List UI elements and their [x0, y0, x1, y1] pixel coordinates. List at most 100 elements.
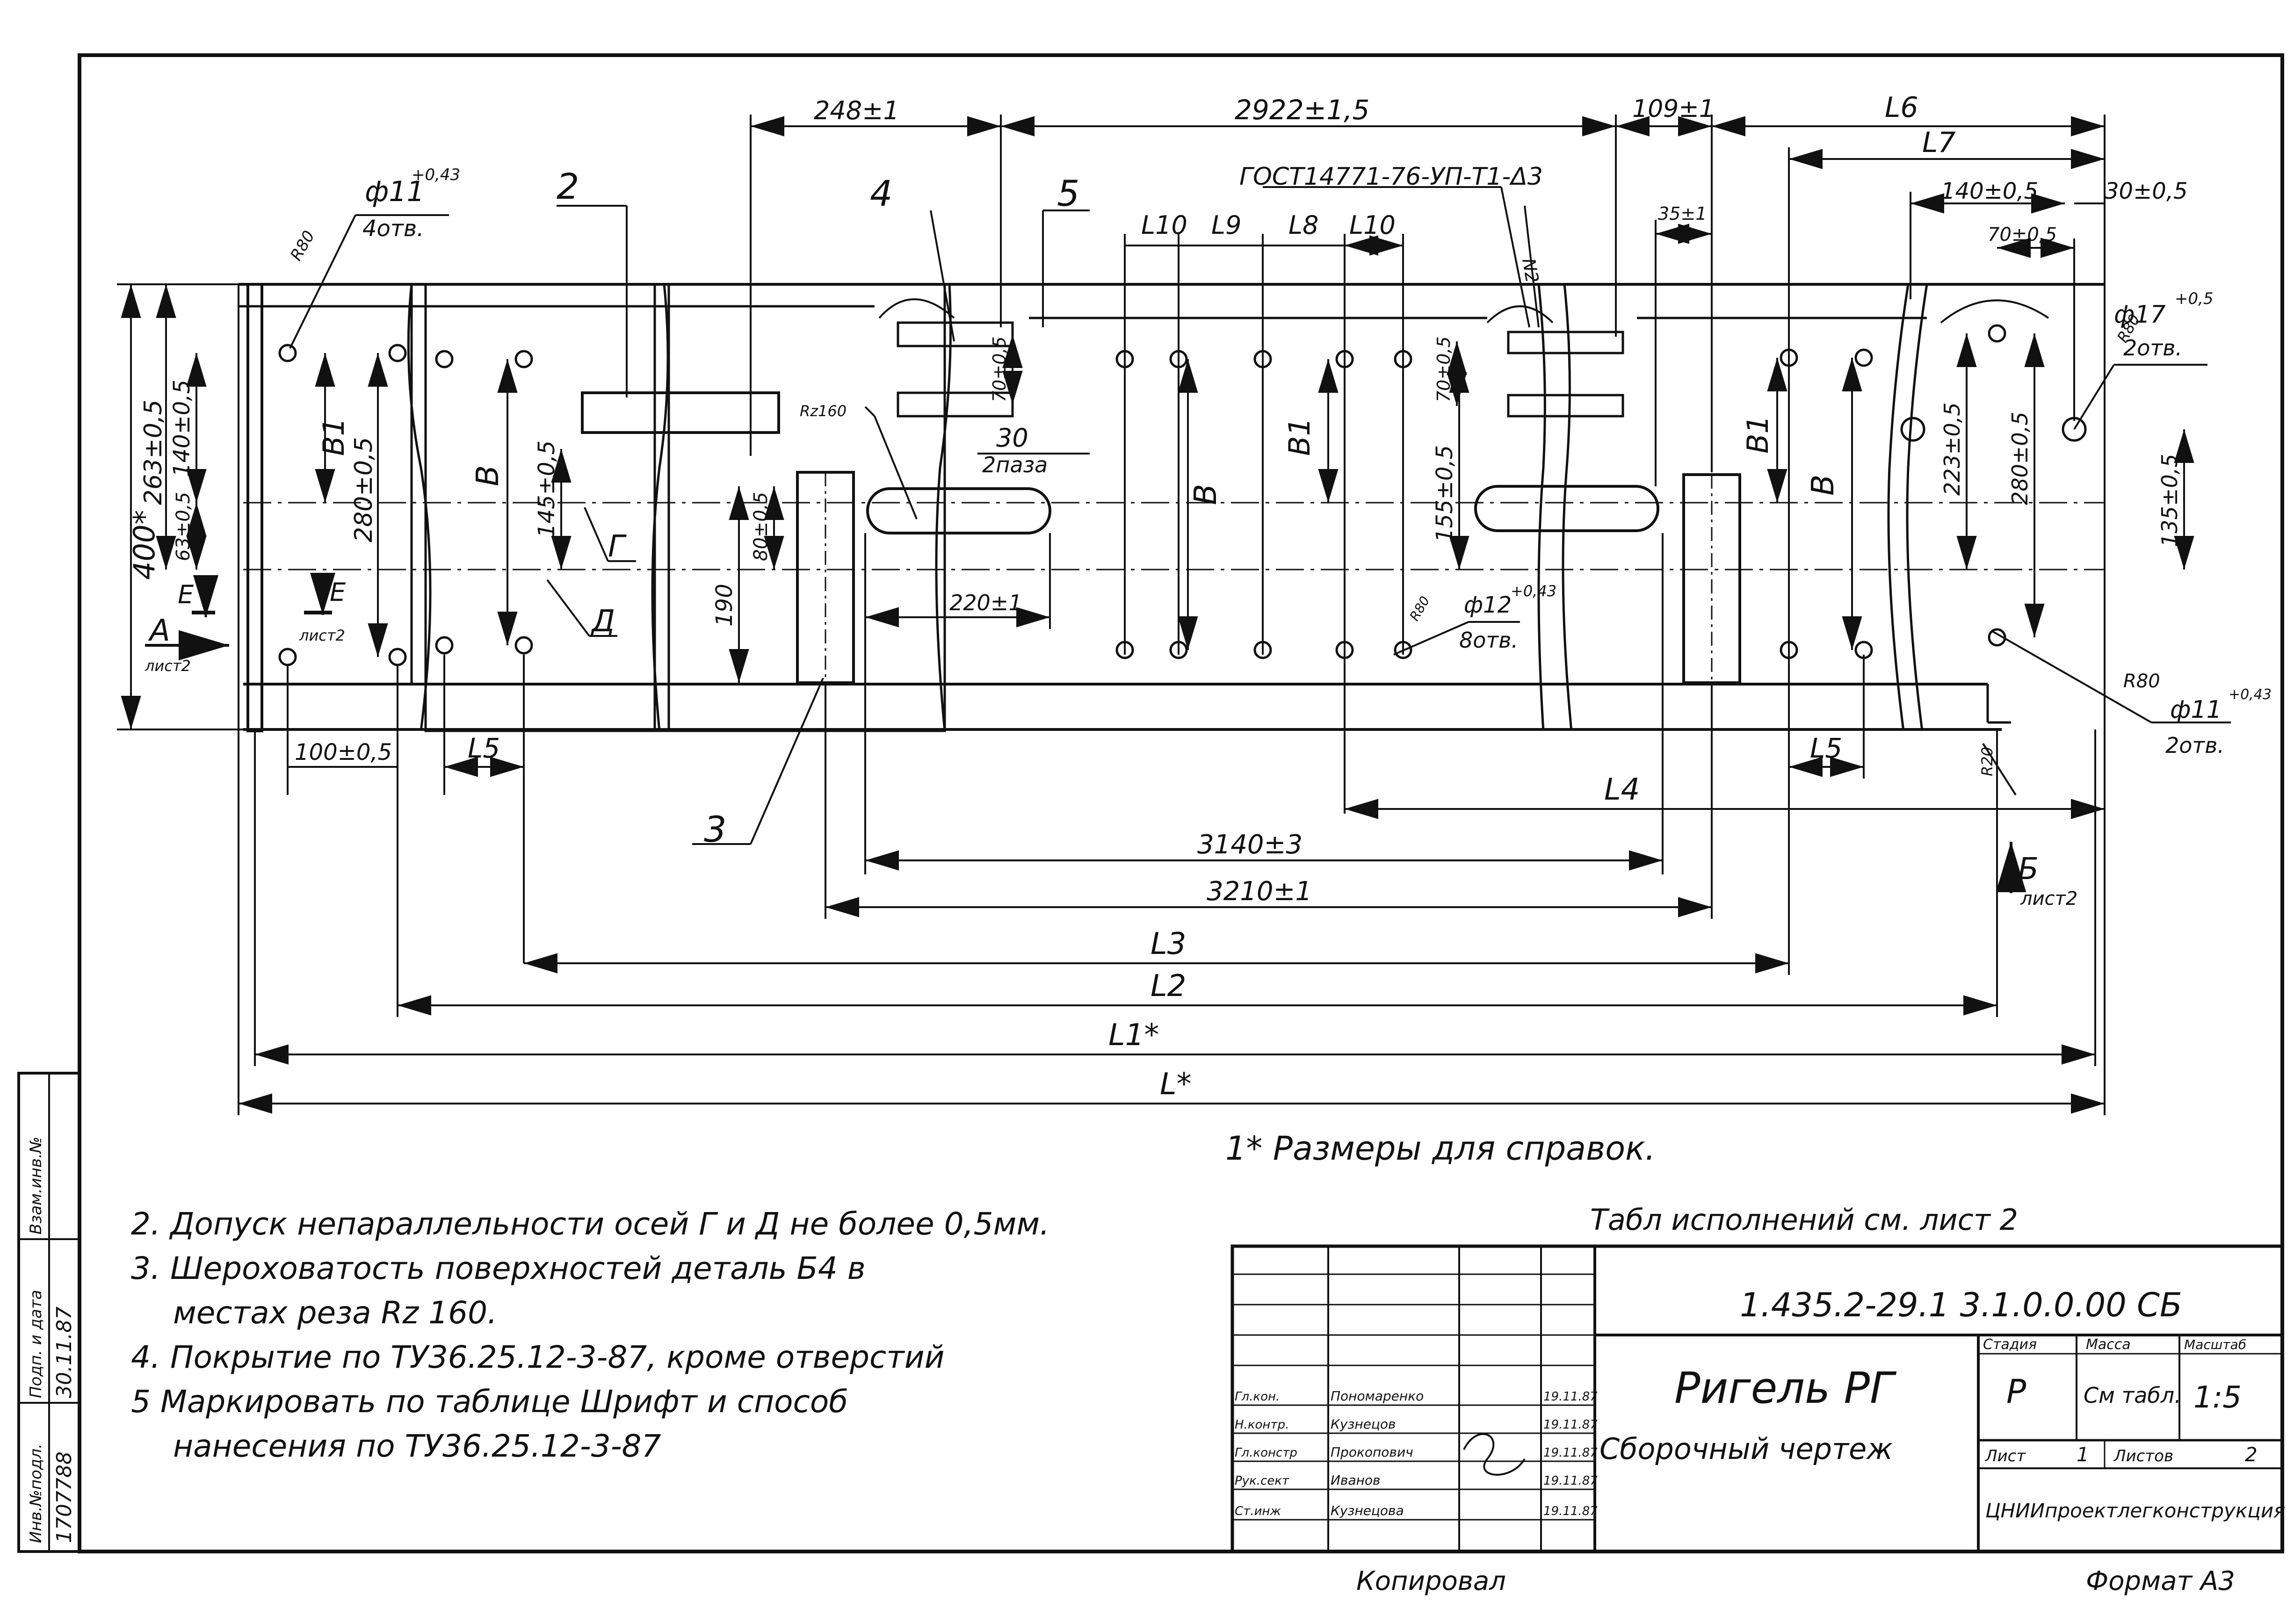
dim-L5b: L5 [1810, 732, 1842, 764]
weld-n2: N2 [1518, 257, 1542, 284]
sign-name: Пономаренко [1331, 1388, 1424, 1404]
note-4: 4. Покрытие по ТУ36.25.12-3-87, кроме от… [131, 1339, 945, 1375]
hole [435, 636, 454, 655]
sign-name: Кузнецова [1331, 1503, 1404, 1518]
dimension-lines [117, 115, 2231, 1115]
r80-d: R80 [2123, 671, 2160, 692]
hole [388, 344, 407, 362]
rz-mark: Rz160 [800, 402, 847, 420]
dim-263: 263±0,5 [139, 399, 167, 505]
dim-L3: L3 [1151, 927, 1186, 961]
hole [1988, 628, 2006, 647]
dim-220: 220±1 [949, 590, 1022, 615]
dim-280b: 280±0,5 [2007, 412, 2033, 505]
hole11-tol: +0,43 [412, 166, 460, 184]
scale-value: 1:5 [2193, 1380, 2242, 1415]
sign-role: Рук.сект [1235, 1474, 1289, 1488]
dim-3210: 3210±1 [1207, 876, 1312, 907]
dim-L6: L6 [1885, 91, 1918, 124]
stamp-sign-label: Подп. и дата [27, 1290, 45, 1398]
dim-35: 35±1 [1658, 203, 1707, 224]
dim-Bb: B [1187, 484, 1223, 505]
dim-2922: 2922±1,5 [1235, 94, 1369, 126]
dim-400: 400* [127, 510, 161, 580]
side-stamp: Инв.№подл. 1707788 Подп. и дата 30.11.87… [17, 1072, 81, 1553]
footnote: 1* Размеры для справок. [1225, 1129, 1656, 1168]
dim-145: 145±0,5 [534, 440, 560, 538]
table-reference: Табл исполнений см. лист 2 [1590, 1203, 2018, 1237]
sign-name: Кузнецов [1331, 1416, 1396, 1432]
hole11b-count: 2отв. [2165, 733, 2224, 758]
dim-135: 135±0,5 [2157, 454, 2182, 548]
axis-d: Д [590, 604, 615, 639]
sign-name: Иванов [1331, 1472, 1381, 1488]
dim-L7: L7 [1922, 126, 1956, 159]
view-a-sheet: лист2 [145, 657, 191, 675]
sheets-number: 2 [2245, 1443, 2258, 1466]
hole [435, 350, 454, 368]
section-e: E [178, 580, 194, 609]
format-label: Формат А3 [2086, 1566, 2235, 1596]
dim-Bc: B [1805, 475, 1841, 496]
hole11-count: 4отв. [362, 216, 424, 242]
sign-role: Ст.инж [1235, 1504, 1281, 1518]
title-block: 1.435.2-29.1 3.1.0.0.00 СБ Ригель РГ Сбо… [1230, 1244, 2285, 1553]
sign-date: 19.11.87 [1543, 1446, 1598, 1460]
stamp-repl-label: Взам.инв.№ [27, 1137, 45, 1234]
dimension-texts: 248±1 2922±1,5 109±1 L6 L7 140±0,5 30±0,… [127, 91, 2188, 1102]
dim-223: 223±0,5 [1939, 403, 1965, 496]
dim-30: 30±0,5 [2105, 178, 2188, 204]
hole11-callout: ф11 [365, 175, 425, 208]
dim-155: 155±0,5 [1432, 445, 1458, 542]
signature-scribble [1463, 1433, 1526, 1476]
sheets-label: Листов [2113, 1447, 2173, 1465]
view-b-sheet: лист2 [2020, 888, 2077, 909]
sheet-number: 1 [2077, 1443, 2089, 1466]
slot-count: 2паза [982, 452, 1048, 477]
note-5-cont: нанесения по ТУ36.25.12-3-87 [173, 1428, 661, 1464]
hole [278, 344, 297, 362]
dim-3140: 3140±3 [1197, 830, 1303, 860]
dim-L10b: L10 [1349, 210, 1396, 240]
doc-type: Сборочный чертеж [1599, 1432, 1893, 1466]
note-3: 3. Шероховатость поверхностей деталь Б4 … [131, 1250, 866, 1286]
dim-140v: 140±0,5 [169, 380, 195, 477]
sign-name: Прокопович [1331, 1444, 1413, 1460]
stage-value: Р [2006, 1372, 2026, 1411]
dim-140: 140±0,5 [1941, 178, 2038, 204]
note-2: 2. Допуск непараллельности осей Г и Д не… [131, 1206, 1049, 1242]
notes: 2. Допуск непараллельности осей Г и Д не… [131, 1206, 1049, 1464]
organization: ЦНИИпроектлегконструкция [1985, 1499, 2285, 1522]
hole12-count: 8отв. [1459, 628, 1518, 653]
dim-L8: L8 [1288, 210, 1318, 240]
part-name: Ригель РГ [1674, 1363, 1897, 1413]
dim-L10a: L10 [1141, 210, 1187, 240]
callouts: ф11 +0,43 4отв. R80 ф17 +0,5 2отв. R80 ф… [145, 163, 2272, 909]
hole [278, 648, 297, 666]
dim-70: 70±0,5 [1988, 224, 2057, 245]
dim-L4: L4 [1604, 772, 1640, 807]
pos-4: 4 [870, 173, 892, 214]
slot-width: 30 [996, 423, 1028, 453]
stamp-inv-label: Инв.№подл. [27, 1444, 45, 1543]
hole12-tol: +0,43 [1511, 582, 1556, 600]
dim-248: 248±1 [814, 96, 899, 125]
dim-109: 109±1 [1632, 95, 1715, 123]
stage-header: Стадия [1983, 1336, 2037, 1353]
axis-g: Г [608, 529, 627, 564]
stamp-sign-value: 30.11.87 [52, 1306, 76, 1398]
hole [514, 636, 533, 655]
mass-value: См табл. [2084, 1383, 2181, 1408]
view-a: A [148, 614, 170, 648]
sheet-label: Лист [1984, 1447, 2026, 1465]
pos-2: 2 [557, 166, 579, 207]
sign-date: 19.11.87 [1543, 1390, 1598, 1404]
note-5: 5 Маркировать по таблице Шрифт и способ [131, 1384, 848, 1420]
gost-weld: ГОСТ14771-76-УП-Т1-Δ3 [1239, 163, 1543, 191]
dim-R20: R20 [1978, 747, 1996, 776]
dim-280a: 280±0,5 [350, 437, 378, 542]
r80-a: R80 [287, 228, 318, 264]
hole [1854, 348, 1873, 367]
beam-body [239, 283, 2105, 732]
